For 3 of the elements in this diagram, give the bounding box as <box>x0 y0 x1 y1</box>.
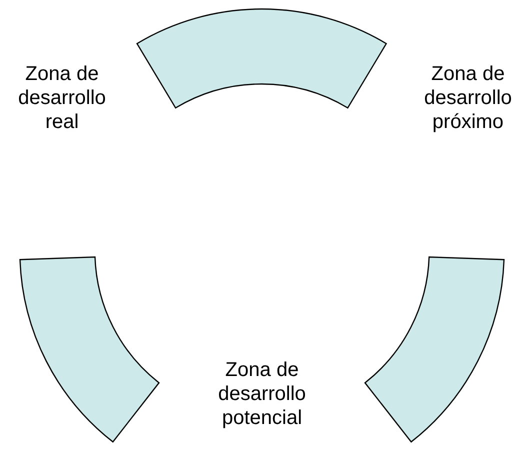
zone-label: Zona de desarrollo real <box>17 62 107 134</box>
zone-label: Zona de desarrollo próximo <box>423 62 513 134</box>
zone-label: Zona de desarrollo potencial <box>217 358 307 430</box>
